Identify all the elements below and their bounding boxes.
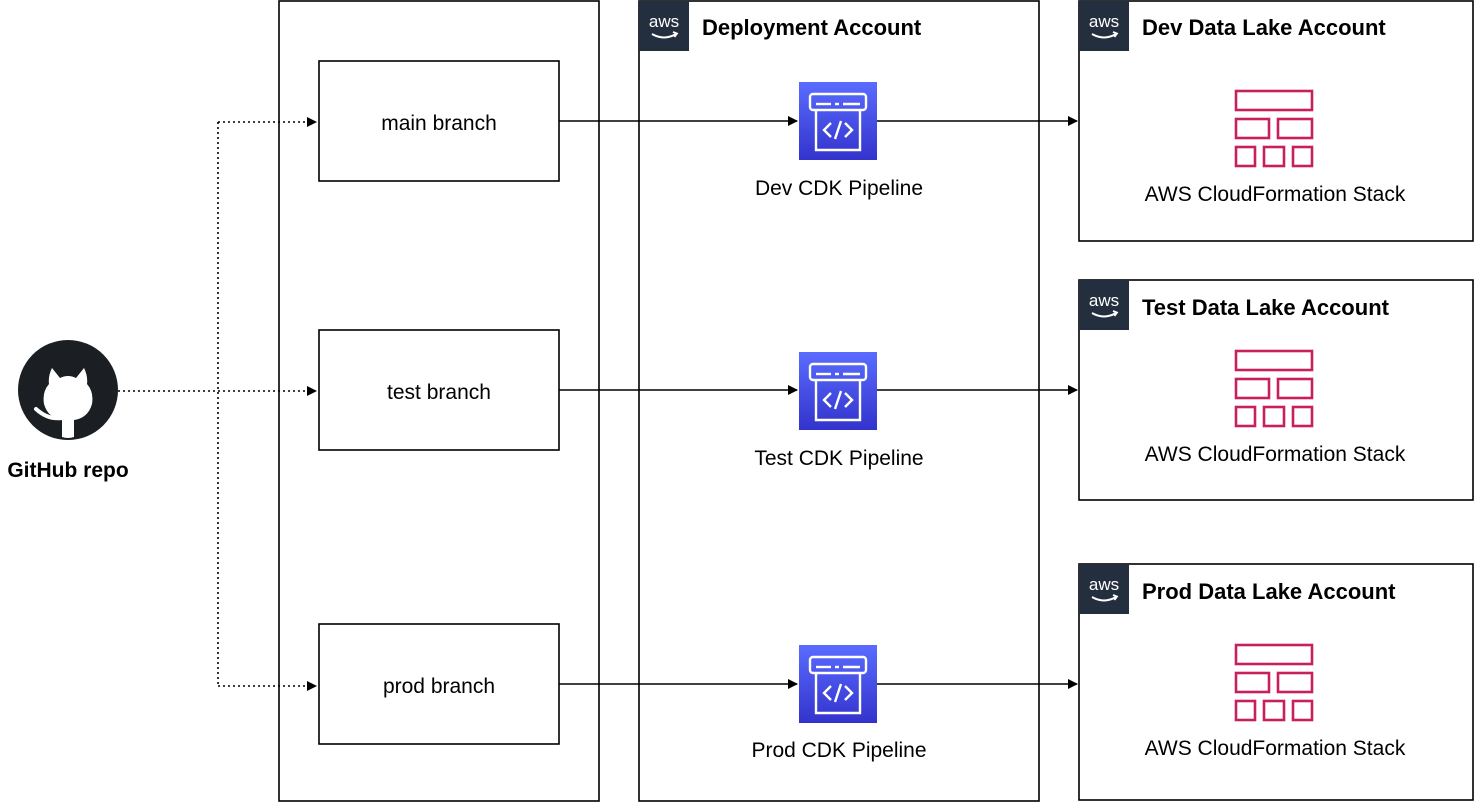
- pipeline-prod-label: Prod CDK Pipeline: [751, 739, 926, 762]
- deployment-account-title: Deployment Account: [702, 15, 922, 40]
- branch-main-label: main branch: [381, 112, 497, 135]
- cloudformation-stack-icon: [1234, 643, 1314, 722]
- pipeline-prod: Prod CDK Pipeline: [751, 643, 927, 762]
- branch-prod: prod branch: [318, 623, 560, 745]
- source-connectors: [118, 117, 317, 691]
- pipeline-test: Test CDK Pipeline: [754, 350, 924, 470]
- test-account-title: Test Data Lake Account: [1142, 295, 1390, 320]
- aws-logo-icon: [1078, 563, 1130, 615]
- prod-stack-label: AWS CloudFormation Stack: [1145, 737, 1406, 760]
- cloudformation-stack-icon: [1234, 349, 1314, 428]
- prod-account-title: Prod Data Lake Account: [1142, 579, 1396, 604]
- branch-prod-label: prod branch: [383, 675, 495, 698]
- github-octocat-icon: [18, 340, 118, 440]
- aws-logo-icon: [638, 0, 690, 52]
- branch-main: main branch: [318, 60, 560, 182]
- dev-stack-label: AWS CloudFormation Stack: [1145, 183, 1406, 206]
- deployment-account-group: Deployment Account: [638, 0, 1040, 802]
- prod-data-lake-account: Prod Data Lake Account AWS CloudFormatio…: [1078, 563, 1474, 801]
- aws-logo-icon: [1078, 279, 1130, 331]
- codepipeline-icon: [797, 643, 879, 725]
- pipeline-test-label: Test CDK Pipeline: [754, 447, 923, 470]
- branch-test: test branch: [318, 329, 560, 451]
- codepipeline-icon: [797, 350, 879, 432]
- test-data-lake-account: Test Data Lake Account AWS CloudFormatio…: [1078, 279, 1474, 501]
- branches-container: [278, 0, 600, 802]
- aws-logo-icon: [1078, 0, 1130, 52]
- github-repo-label: GitHub repo: [7, 459, 128, 482]
- branch-test-label: test branch: [387, 381, 491, 404]
- pipeline-dev-label: Dev CDK Pipeline: [755, 177, 923, 200]
- codepipeline-icon: [797, 80, 879, 162]
- flow-connectors: [559, 116, 1078, 689]
- github-repo-node: GitHub repo: [7, 340, 129, 482]
- pipeline-dev: Dev CDK Pipeline: [755, 80, 923, 200]
- test-stack-label: AWS CloudFormation Stack: [1145, 443, 1406, 466]
- dev-account-title: Dev Data Lake Account: [1142, 15, 1386, 40]
- cloudformation-stack-icon: [1234, 89, 1314, 168]
- dev-data-lake-account: Dev Data Lake Account AWS CloudFormation…: [1078, 0, 1474, 242]
